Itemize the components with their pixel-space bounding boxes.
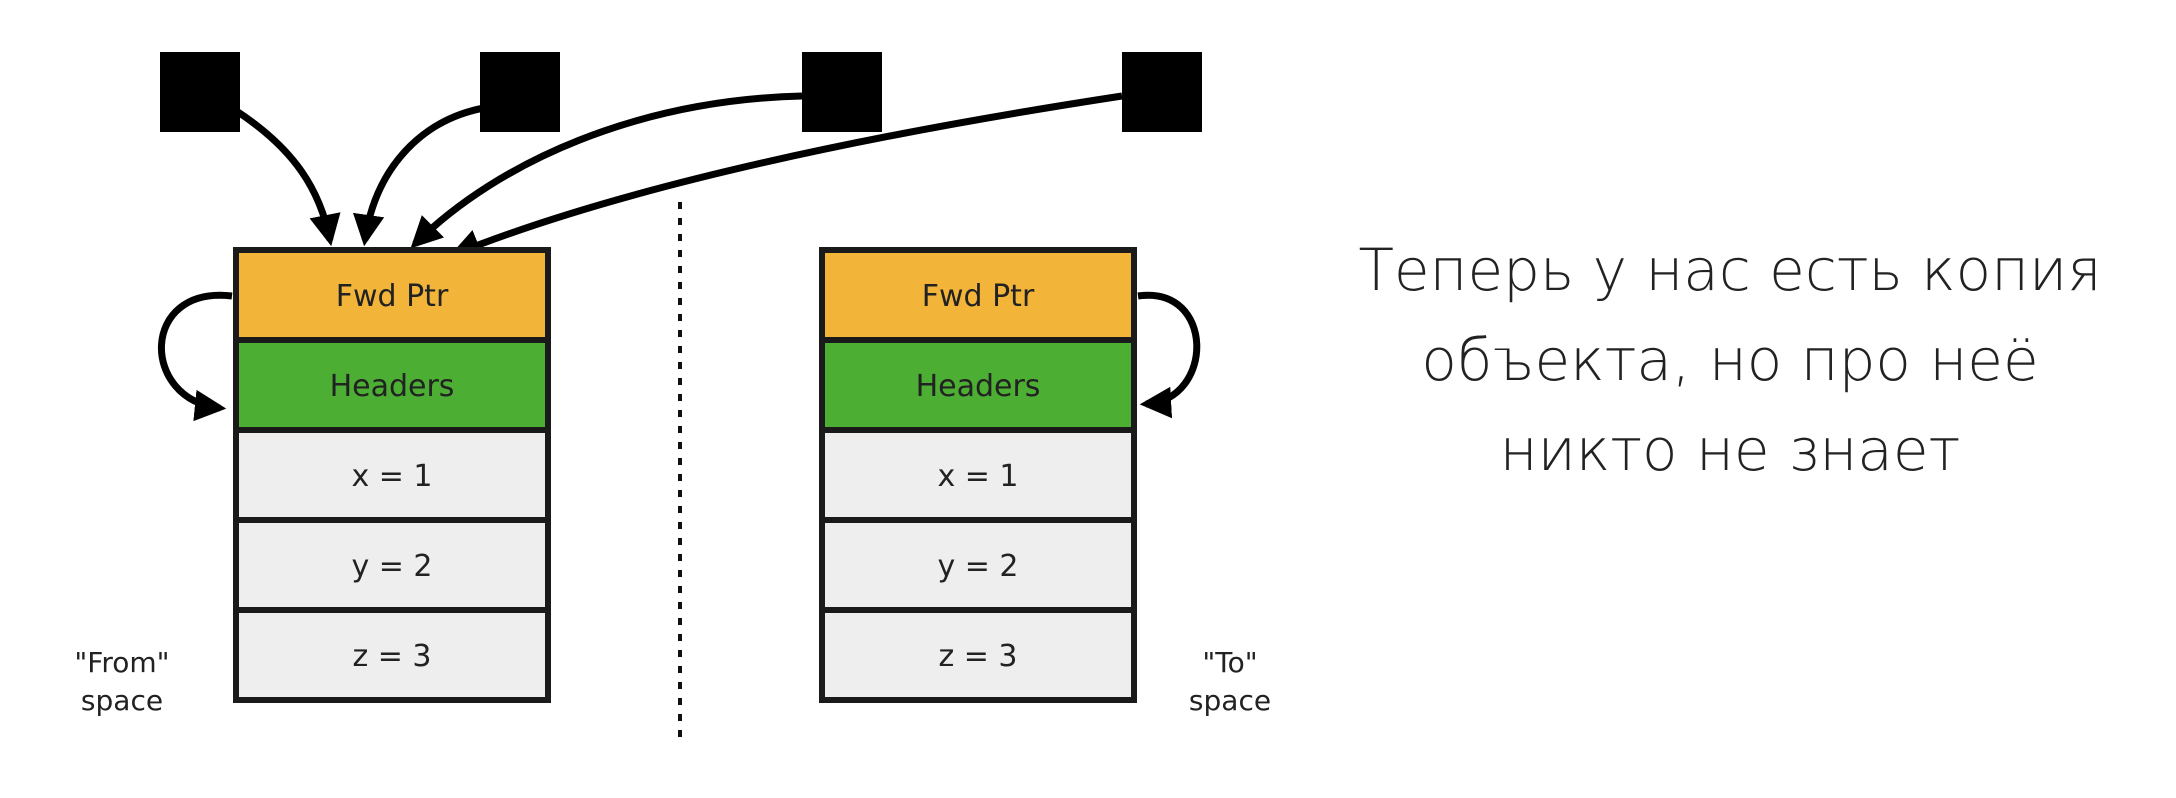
from-cell-fwd-ptr-label: Fwd Ptr — [336, 279, 449, 314]
from-cell-z-label: z = 3 — [352, 639, 431, 674]
root-pointer-arrow-1 — [236, 109, 341, 247]
root-square-1 — [160, 52, 240, 132]
from-space-object: Fwd Ptr Headers x = 1 y = 2 z = 3 — [233, 247, 551, 703]
from-cell-z — [233, 607, 551, 703]
caption-line-2: объекта, но про неё — [1421, 326, 2039, 394]
to-cell-x-label: x = 1 — [937, 459, 1018, 494]
from-cell-headers-label: Headers — [330, 369, 455, 404]
from-space-label-line1: "From" — [74, 646, 169, 679]
root-square-3 — [802, 52, 882, 132]
root-pointer-arrow-3 — [410, 92, 803, 249]
to-cell-z — [819, 607, 1137, 703]
to-space-object: Fwd Ptr Headers x = 1 y = 2 z = 3 — [819, 247, 1137, 703]
to-space-label-line1: "To" — [1202, 646, 1257, 679]
root-pointer-arrow-2 — [352, 104, 485, 247]
to-forward-loop-arrow — [1137, 291, 1201, 419]
root-square-4 — [1122, 52, 1202, 132]
to-cell-headers — [819, 337, 1137, 433]
to-space-label-line2: space — [1189, 684, 1271, 717]
from-forward-loop-arrow — [157, 291, 233, 422]
root-square-2 — [480, 52, 560, 132]
slide-caption: Теперь у нас есть копия объекта, но про … — [1320, 225, 2140, 495]
to-cell-fwd-ptr-label: Fwd Ptr — [922, 279, 1035, 314]
caption-line-1: Теперь у нас есть копия — [1358, 236, 2102, 304]
from-space-label-line2: space — [81, 684, 163, 717]
from-cell-x — [233, 427, 551, 523]
to-cell-z-label: z = 3 — [938, 639, 1017, 674]
from-cell-fwd-ptr — [233, 247, 551, 343]
to-cell-y-label: y = 2 — [937, 549, 1018, 584]
to-cell-x — [819, 427, 1137, 523]
from-cell-x-label: x = 1 — [351, 459, 432, 494]
root-pointer-arrow-4 — [449, 92, 1123, 260]
caption-line-3: никто не знает — [1499, 416, 1961, 484]
from-cell-y-label: y = 2 — [351, 549, 432, 584]
to-cell-headers-label: Headers — [916, 369, 1041, 404]
